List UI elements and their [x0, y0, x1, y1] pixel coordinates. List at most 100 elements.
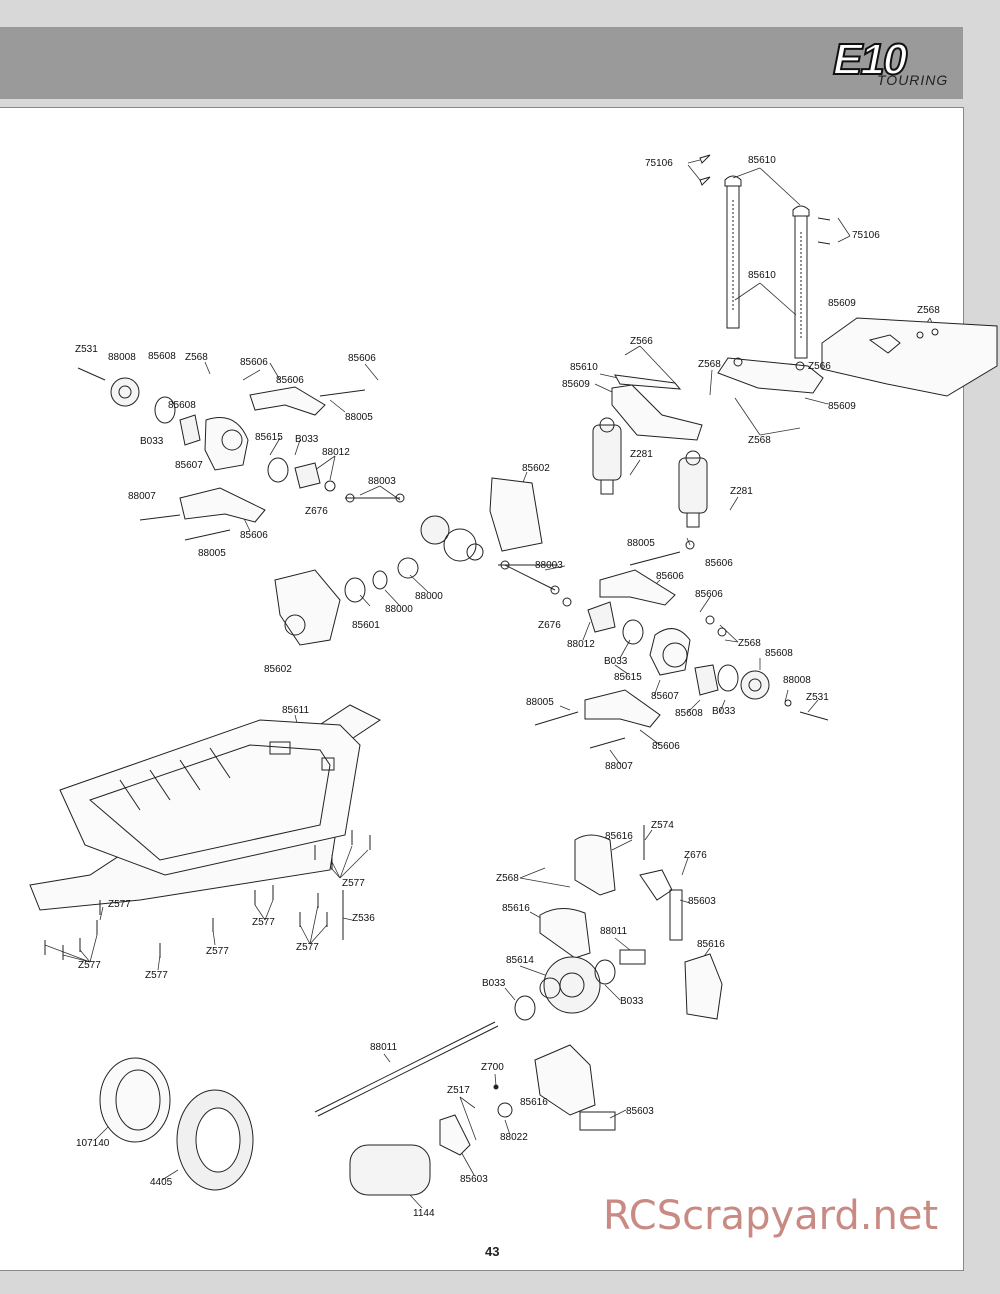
- part-label: 85611: [282, 705, 310, 716]
- part-label: 88007: [128, 491, 156, 502]
- shock-shafts-upper: [699, 154, 831, 359]
- part-label: Z577: [296, 942, 319, 953]
- part-label: 85603: [626, 1106, 654, 1117]
- part-label: 85603: [460, 1174, 488, 1185]
- part-label: 85602: [522, 463, 550, 474]
- wheel-and-tire: [99, 1057, 254, 1191]
- part-label: 88003: [535, 560, 563, 571]
- part-label: 85606: [240, 530, 268, 541]
- motor-assembly: [314, 1021, 616, 1196]
- leader-lines: [44, 159, 936, 1209]
- part-label: B033: [140, 436, 164, 447]
- part-label: 88011: [600, 926, 628, 937]
- chassis: [29, 704, 381, 911]
- part-label: Z568: [698, 359, 721, 370]
- part-label: 88022: [500, 1132, 528, 1143]
- page-number: 43: [485, 1244, 500, 1259]
- part-label: 85614: [506, 955, 534, 966]
- part-label: 85606: [276, 375, 304, 386]
- part-label: 85606: [705, 558, 733, 569]
- part-label: 85616: [520, 1097, 548, 1108]
- part-label: 85609: [828, 401, 856, 412]
- part-label: Z566: [630, 336, 653, 347]
- part-label: Z577: [342, 878, 365, 889]
- part-label: Z568: [917, 305, 940, 316]
- part-label: 85606: [348, 353, 376, 364]
- part-label: 85602: [264, 664, 292, 675]
- part-label: 85608: [675, 708, 703, 719]
- part-label: B033: [604, 656, 628, 667]
- part-label: Z574: [651, 820, 674, 831]
- part-label: Z676: [684, 850, 707, 861]
- part-label: B033: [712, 706, 736, 717]
- part-label: 4405: [150, 1177, 173, 1188]
- part-label: 107140: [76, 1138, 110, 1149]
- part-label: 85608: [148, 351, 176, 362]
- part-label: Z536: [352, 913, 375, 924]
- part-label: 85616: [605, 831, 633, 842]
- part-label: Z577: [78, 960, 101, 971]
- front-shock-tower: [611, 374, 703, 441]
- part-label: 88012: [322, 447, 350, 458]
- part-label: 85606: [656, 571, 684, 582]
- part-label: Z577: [108, 899, 131, 910]
- part-label: 85609: [562, 379, 590, 390]
- part-label: 88000: [385, 604, 413, 615]
- part-label: 88007: [605, 761, 633, 772]
- part-label: 85616: [697, 939, 725, 950]
- part-label: 85608: [765, 648, 793, 659]
- part-label: 85603: [688, 896, 716, 907]
- part-label: Z577: [252, 917, 275, 928]
- logo-main: E10: [832, 35, 908, 84]
- part-label: Z568: [185, 352, 208, 363]
- part-label: Z700: [481, 1062, 504, 1073]
- part-label: 85608: [168, 400, 196, 411]
- part-label: 88003: [368, 476, 396, 487]
- part-label: 85601: [352, 620, 380, 631]
- rear-shock-tower: [717, 357, 824, 394]
- part-label: 88005: [627, 538, 655, 549]
- part-label: 85615: [255, 432, 283, 443]
- part-label: 88008: [108, 352, 136, 363]
- part-label: 85606: [240, 357, 268, 368]
- part-label: 88005: [526, 697, 554, 708]
- part-label: B033: [482, 978, 506, 989]
- part-label: 85616: [502, 903, 530, 914]
- front-left-suspension: [77, 367, 405, 541]
- part-label: 75106: [852, 230, 880, 241]
- header-bar: [0, 27, 963, 99]
- part-label: Z676: [538, 620, 561, 631]
- rear-bumper: [821, 317, 998, 397]
- part-label: Z577: [145, 970, 168, 981]
- part-label: Z517: [447, 1085, 470, 1096]
- part-label: Z281: [630, 449, 653, 460]
- part-label: 85607: [651, 691, 679, 702]
- part-label: Z281: [730, 486, 753, 497]
- e10-touring-logo: E10 TOURING: [832, 35, 953, 92]
- part-label: 88008: [783, 675, 811, 686]
- part-label: Z568: [738, 638, 761, 649]
- part-label: B033: [620, 996, 644, 1007]
- part-label: Z568: [496, 873, 519, 884]
- watermark: RCScrapyard.net: [603, 1193, 939, 1239]
- part-label: 88005: [198, 548, 226, 559]
- part-label: 88005: [345, 412, 373, 423]
- screws: [44, 830, 371, 960]
- center-differential: [274, 477, 572, 646]
- part-label: 85610: [570, 362, 598, 373]
- part-label: Z566: [808, 361, 831, 372]
- part-label: 85615: [614, 672, 642, 683]
- part-label: 88012: [567, 639, 595, 650]
- part-label: 88011: [370, 1042, 398, 1053]
- part-label: 1144: [413, 1208, 435, 1219]
- part-label: 85607: [175, 460, 203, 471]
- part-label: 85606: [695, 589, 723, 600]
- shocks: [592, 417, 708, 528]
- part-label: Z577: [206, 946, 229, 957]
- rear-right-suspension: [534, 540, 829, 749]
- part-label: 85606: [652, 741, 680, 752]
- part-label: B033: [295, 434, 319, 445]
- part-label: 85609: [828, 298, 856, 309]
- part-label: 85610: [748, 155, 776, 166]
- spur-gear-assembly: [514, 825, 723, 1021]
